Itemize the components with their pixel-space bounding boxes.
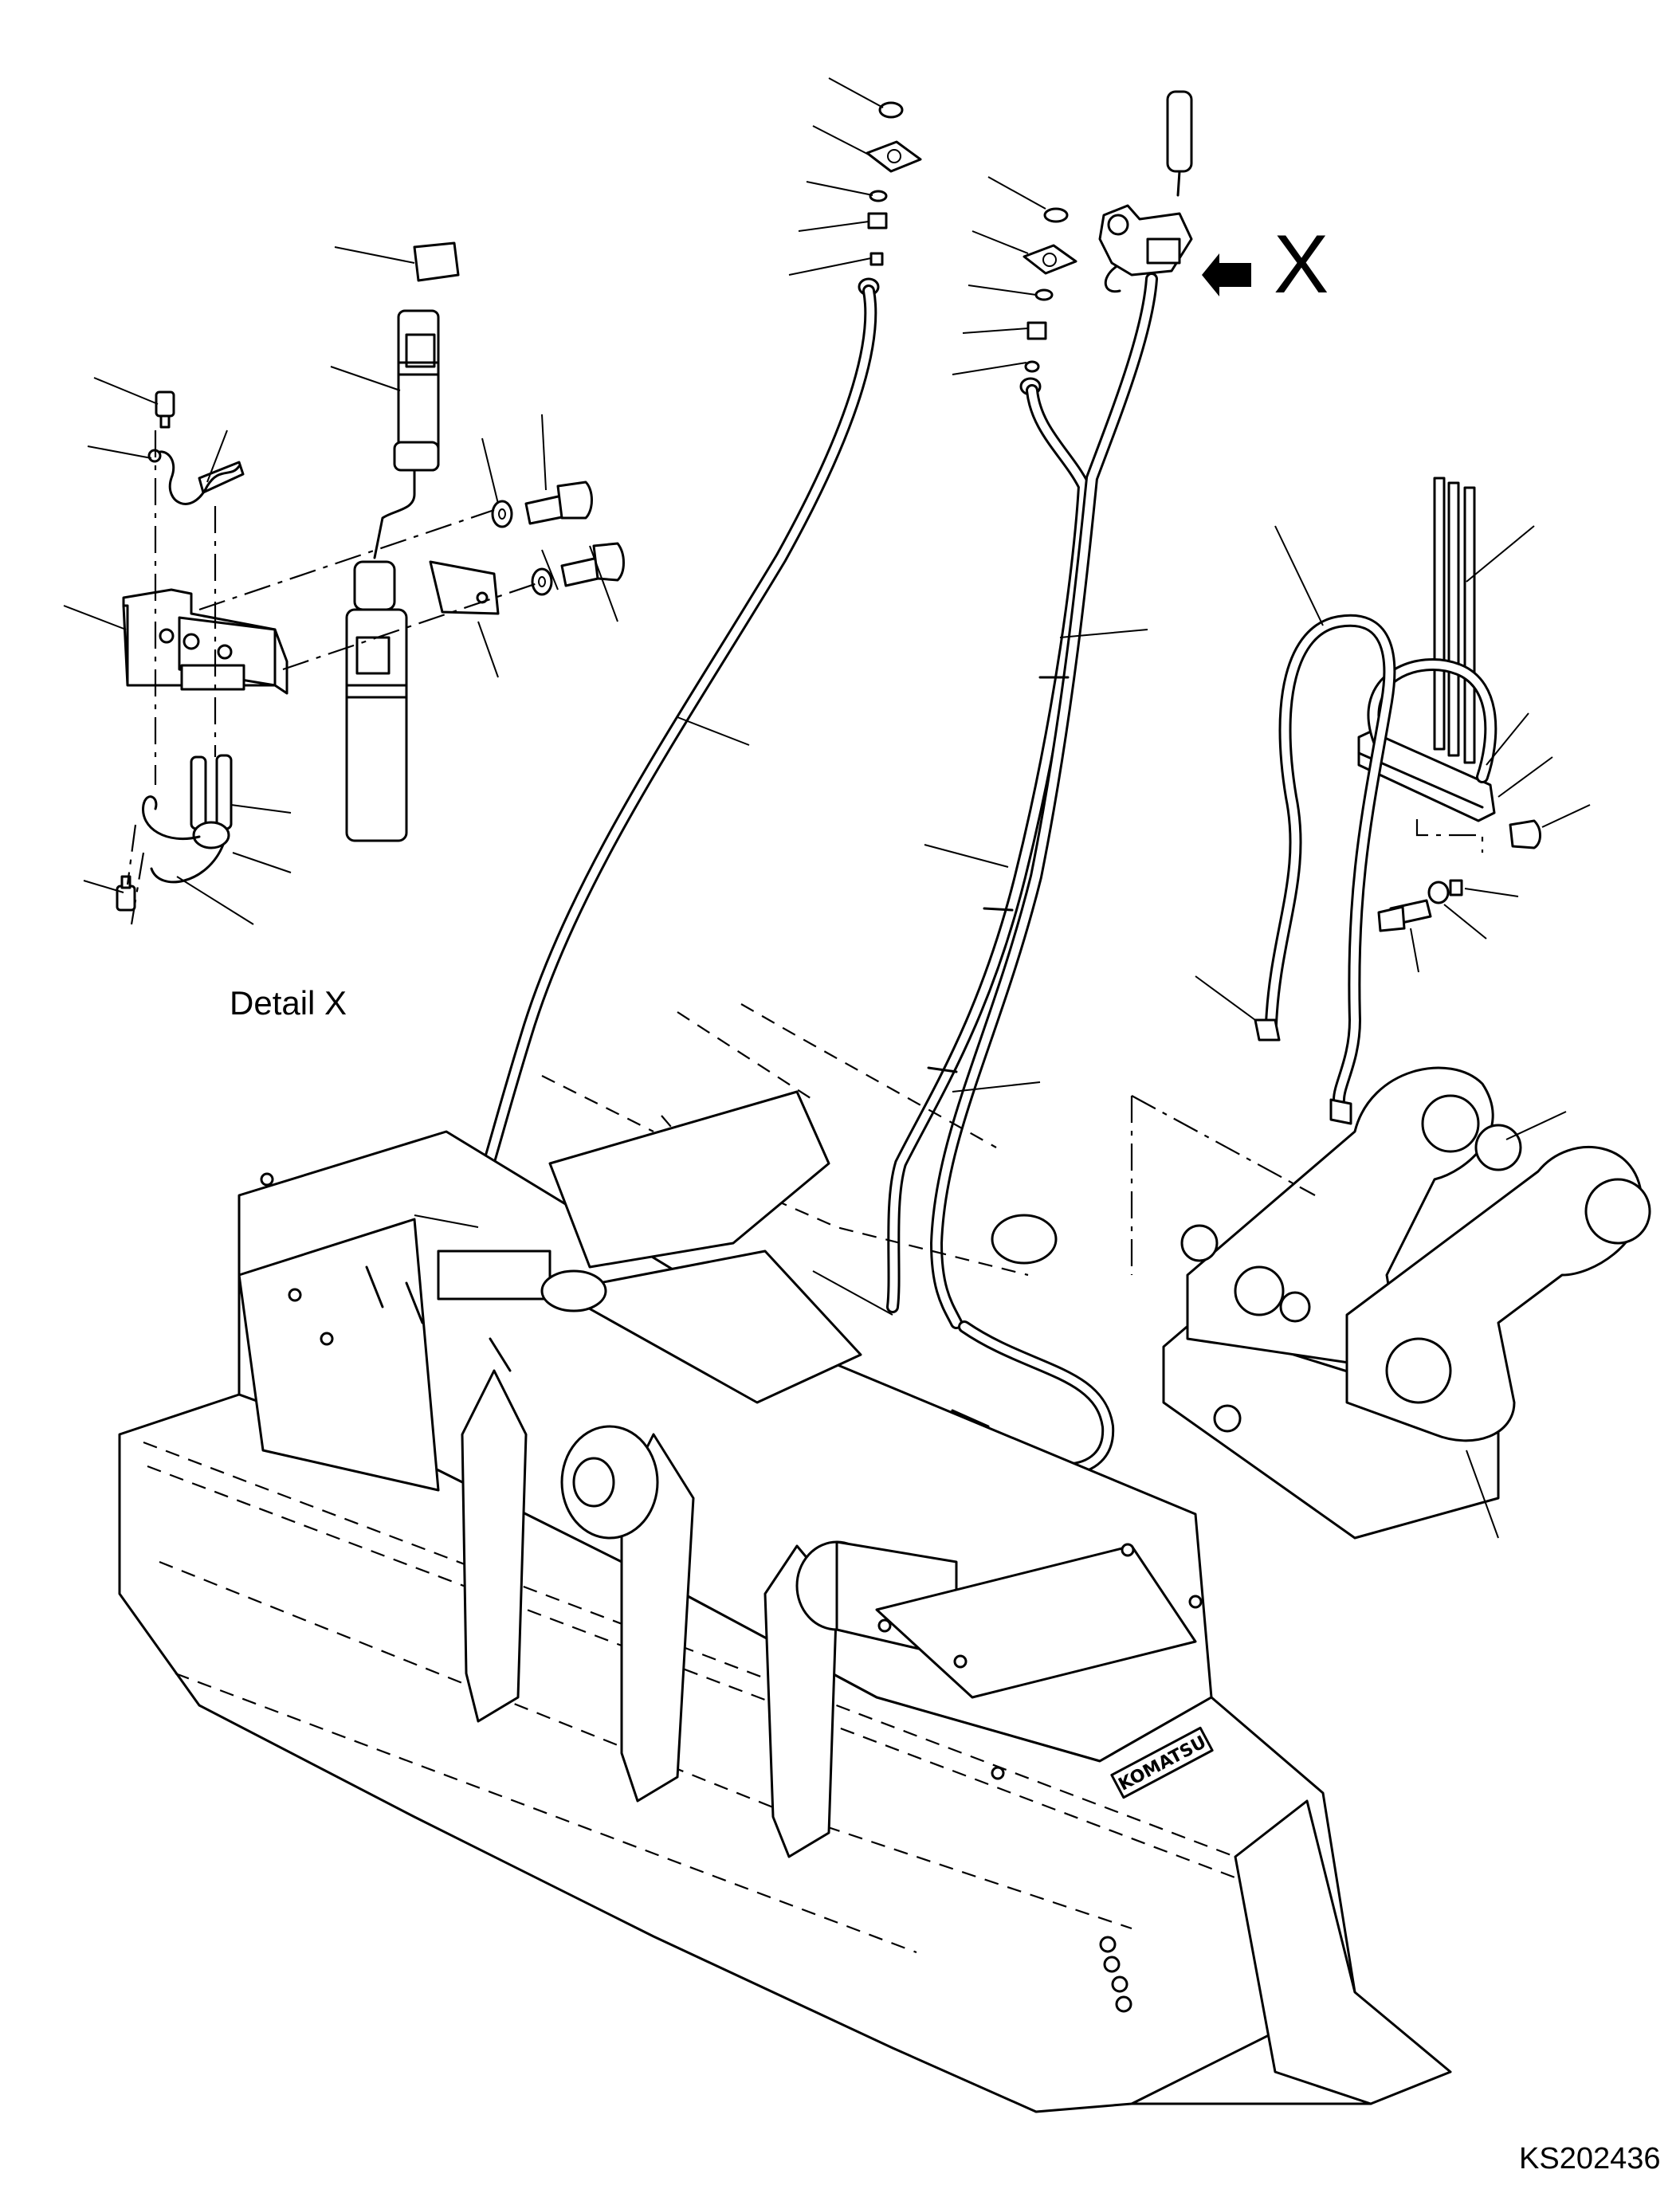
- x-view-valve-block: [1098, 90, 1251, 296]
- detail-top-bolt: [155, 390, 175, 429]
- hose-fittings-left-stack: [788, 77, 922, 296]
- detail-wire-clip: [147, 449, 245, 505]
- view-arrow-icon: [1202, 253, 1251, 296]
- quick-coupler: [1130, 1066, 1651, 1540]
- coupler-hoses: [1195, 525, 1396, 1125]
- detail-sensor-block: [122, 588, 289, 695]
- detail-alignment-line: [130, 852, 145, 925]
- detail-washers-bolts: [491, 481, 625, 596]
- detail-alignment-line: [198, 508, 495, 611]
- manifold-mounting-hardware: [1377, 879, 1519, 973]
- manifold-block: [1357, 477, 1591, 853]
- detail-x-caption: Detail X: [230, 984, 347, 1022]
- detail-alignment-line: [126, 824, 137, 885]
- long-hose-left: [469, 284, 877, 1213]
- hose-fittings-right-stack: [952, 176, 1077, 396]
- detail-bottom-bolt: [116, 875, 136, 912]
- detail-leader-lines: [63, 246, 618, 925]
- figure-code: KS202436: [1519, 2142, 1661, 2175]
- detail-x-assembly: [63, 241, 625, 925]
- detail-pin-sensor: [345, 241, 460, 842]
- bucket-assembly: KOMATSU: [118, 1003, 1452, 2113]
- detail-alignment-line: [282, 580, 543, 671]
- double-hose-right: [886, 273, 1158, 1329]
- view-letter-x: X: [1274, 218, 1329, 311]
- detail-bracket-plate: [429, 560, 500, 615]
